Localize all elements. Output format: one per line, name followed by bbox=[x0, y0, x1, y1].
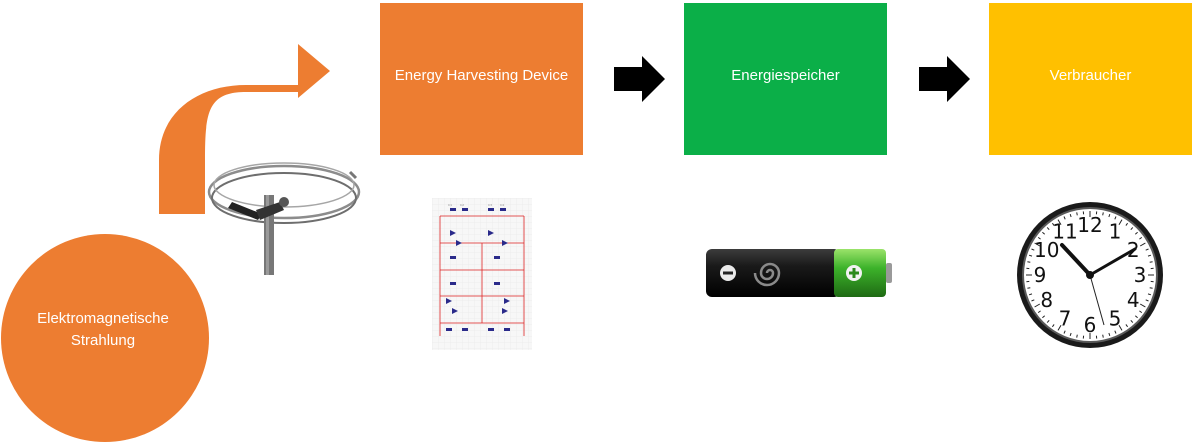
circuit-schematic-icon: C1 C2 C3 C4 bbox=[432, 198, 532, 350]
source-label: Elektromagnetische Strahlung bbox=[37, 310, 169, 349]
loop-antenna-icon bbox=[207, 162, 361, 275]
arrow-2 bbox=[919, 56, 970, 102]
clock-tick bbox=[1069, 213, 1072, 218]
clock-tick bbox=[1118, 324, 1123, 331]
clock-tick bbox=[1028, 254, 1033, 257]
clock-tick bbox=[1125, 324, 1129, 328]
clock-tick bbox=[1134, 231, 1138, 235]
clock-tick bbox=[1063, 216, 1066, 220]
clock-tick bbox=[1145, 248, 1149, 251]
clock-tick bbox=[1051, 222, 1055, 226]
clock-tick bbox=[1031, 248, 1035, 251]
clock-numeral: 7 bbox=[1059, 306, 1072, 330]
clock-numeral: 12 bbox=[1077, 213, 1102, 237]
svg-text:C1: C1 bbox=[448, 203, 452, 207]
curved-arrow bbox=[159, 44, 330, 214]
clock-tick bbox=[1063, 330, 1066, 334]
clock-tick bbox=[1114, 330, 1117, 334]
clock-tick bbox=[1134, 315, 1138, 319]
clock-tick bbox=[1125, 222, 1129, 226]
clock-tick bbox=[1108, 332, 1111, 337]
clock-tick bbox=[1118, 219, 1123, 226]
clock-tick bbox=[1034, 242, 1041, 247]
clock-tick bbox=[1051, 324, 1055, 328]
clock-tick bbox=[1108, 213, 1111, 218]
clock-numeral: 1 bbox=[1109, 220, 1122, 244]
consumer-box: Verbraucher bbox=[989, 3, 1192, 155]
arrow-1 bbox=[614, 56, 665, 102]
clock-tick bbox=[1042, 231, 1046, 235]
clock-tick bbox=[1031, 299, 1035, 302]
clock-tick bbox=[1149, 287, 1153, 289]
clock-tick bbox=[1149, 261, 1153, 263]
clock-tick bbox=[1139, 303, 1146, 308]
clock-tick bbox=[1037, 310, 1041, 314]
clock-tick bbox=[1114, 216, 1117, 220]
clock-tick bbox=[1139, 236, 1143, 240]
energy-harvesting-box: Energy Harvesting Device bbox=[380, 3, 583, 155]
clock-tick bbox=[1145, 299, 1149, 302]
clock-numeral: 9 bbox=[1034, 263, 1047, 287]
clock-tick bbox=[1057, 219, 1062, 226]
consumer-label: Verbraucher bbox=[1049, 66, 1132, 84]
clock-tick bbox=[1028, 293, 1033, 296]
wall-clock-icon: 121234567891011 bbox=[1017, 202, 1163, 348]
clock-tick bbox=[1034, 303, 1041, 308]
svg-text:C4: C4 bbox=[500, 203, 504, 207]
clock-tick bbox=[1042, 315, 1046, 319]
clock-numeral: 11 bbox=[1052, 220, 1077, 244]
clock-tick bbox=[1130, 319, 1134, 323]
clock-tick bbox=[1076, 212, 1078, 216]
clock-tick bbox=[1139, 242, 1146, 247]
clock-numeral: 10 bbox=[1034, 238, 1059, 262]
clock-tick bbox=[1037, 236, 1041, 240]
clock-numeral: 5 bbox=[1109, 306, 1122, 330]
clock-tick bbox=[1102, 334, 1104, 338]
clock-numeral: 3 bbox=[1134, 263, 1147, 287]
energy-storage-box: Energiespeicher bbox=[684, 3, 887, 155]
clock-numeral: 6 bbox=[1084, 313, 1097, 337]
energy-harvesting-label: Energy Harvesting Device bbox=[394, 66, 569, 84]
clock-numeral: 4 bbox=[1127, 288, 1140, 312]
clock-tick bbox=[1046, 227, 1050, 231]
clock-tick bbox=[1046, 319, 1050, 323]
clock-tick bbox=[1147, 293, 1152, 296]
clock-numeral: 8 bbox=[1040, 288, 1053, 312]
clock-tick bbox=[1069, 332, 1072, 337]
battery-icon bbox=[706, 249, 892, 297]
clock-tick bbox=[1102, 212, 1104, 216]
clock-tick bbox=[1130, 227, 1134, 231]
source-circle: Elektromagnetische Strahlung bbox=[1, 234, 209, 442]
svg-text:C2: C2 bbox=[460, 203, 464, 207]
clock-tick bbox=[1057, 324, 1062, 331]
clock-tick bbox=[1076, 334, 1078, 338]
clock-tick bbox=[1027, 261, 1031, 263]
clock-tick bbox=[1147, 254, 1152, 257]
svg-text:C3: C3 bbox=[488, 203, 492, 207]
curved-arrow-shape bbox=[159, 44, 330, 214]
energy-storage-label: Energiespeicher bbox=[731, 66, 840, 84]
clock-tick bbox=[1027, 287, 1031, 289]
clock-tick bbox=[1139, 310, 1143, 314]
